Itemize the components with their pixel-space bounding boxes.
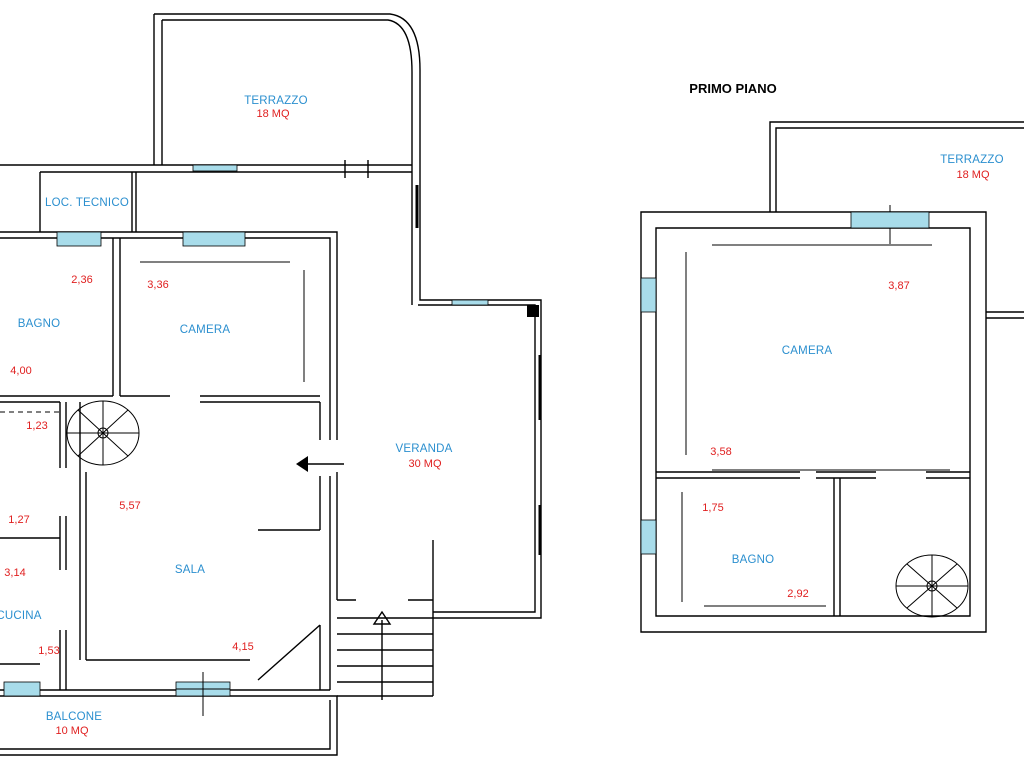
window-first-left-1 (640, 277, 657, 313)
veranda-label: VERANDA (396, 443, 453, 455)
terrazzo-area: 18 MQ (256, 108, 289, 120)
dimension-label: 2,36 (71, 274, 92, 286)
stair-arrow (372, 610, 392, 625)
sala-label: SALA (175, 564, 205, 576)
dimension-label: 3,14 (4, 567, 25, 579)
veranda-stair (337, 540, 434, 700)
camera-walls (120, 395, 321, 440)
balcone-label: BALCONE (46, 711, 102, 723)
floor-title: PRIMO PIANO (689, 81, 776, 96)
cucina-label: CUCINA (0, 610, 42, 622)
first-terrazzo-area: 18 MQ (956, 169, 989, 181)
first-spiral-stair (895, 554, 969, 618)
dimension-label: 3,58 (710, 446, 731, 458)
entry-arrow-head (296, 456, 308, 472)
first-camera-inner (685, 244, 950, 471)
bagno-label: BAGNO (18, 318, 61, 330)
dimension-label: 4,15 (232, 641, 253, 653)
dimension-label: 1,23 (26, 420, 47, 432)
first-bagno-inner (681, 492, 826, 607)
first-bagno-label: BAGNO (732, 554, 775, 566)
first-terrazzo-outline (769, 121, 1024, 319)
window-bagno (56, 231, 102, 247)
ground-floor (0, 13, 542, 756)
camera-inner-lines (140, 261, 305, 382)
terrazzo-outline (153, 13, 542, 619)
central-walls (59, 402, 87, 660)
window-cucina (3, 681, 41, 697)
terrazzo-inner (161, 19, 536, 613)
window-camera (182, 231, 246, 247)
dimension-label: 1,53 (38, 645, 59, 657)
dimension-label: 1,27 (8, 514, 29, 526)
terrazzo-label: TERRAZZO (244, 95, 308, 107)
pillar (527, 305, 539, 317)
door-mark-top (344, 160, 369, 178)
window-first-left-2 (640, 519, 657, 555)
window-veranda-top (451, 299, 489, 306)
veranda-area: 30 MQ (408, 458, 441, 470)
labels: TERRAZZO 18 MQ LOC. TECNICO BAGNO CAMERA… (0, 81, 1004, 737)
sala-walls (86, 476, 321, 690)
first-terrazzo-label: TERRAZZO (940, 154, 1004, 166)
first-floor (640, 121, 1024, 633)
dimension-label: 3,87 (888, 280, 909, 292)
camera-label: CAMERA (180, 324, 231, 336)
ground-floor-fills (3, 164, 539, 716)
cucina-walls (0, 516, 67, 690)
loc-tecnico-label: LOC. TECNICO (45, 197, 129, 209)
balcone-area: 10 MQ (55, 725, 88, 737)
first-outer-walls (640, 211, 987, 633)
first-partition (656, 471, 970, 616)
window-terrazzo (192, 164, 238, 172)
dimension-label: 4,00 (10, 365, 31, 377)
dimension-label: 2,92 (787, 588, 808, 600)
first-camera-label: CAMERA (782, 345, 833, 357)
window-sala-cross (176, 672, 230, 716)
bagno-walls (0, 238, 121, 403)
window-first-top (850, 211, 930, 229)
dimension-label: 3,36 (147, 279, 168, 291)
main-outer-walls (0, 231, 338, 756)
spiral-stair (66, 400, 140, 466)
dimension-label: 1,75 (702, 502, 723, 514)
first-floor-fills (640, 211, 930, 555)
dimension-label: 5,57 (119, 500, 140, 512)
